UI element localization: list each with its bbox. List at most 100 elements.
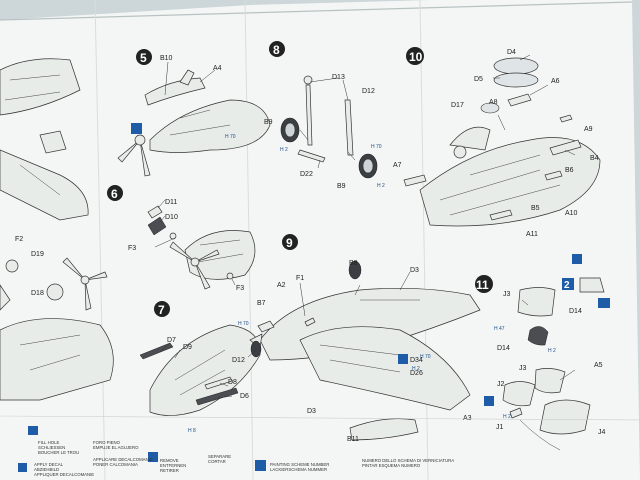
part-label: A8 [489, 99, 498, 106]
legend-text: APPLY DECAL [34, 462, 64, 467]
legend-text: APPLICARE DECALCOMANIE [93, 457, 153, 462]
paint-note: H 70 [420, 354, 431, 360]
part-label: B6 [565, 167, 574, 174]
step-9-diagram [247, 234, 481, 441]
part-label: B7 [257, 300, 266, 307]
part-label: B8 [349, 260, 358, 267]
part-label: F2 [15, 236, 23, 243]
step-7-diagram [139, 301, 261, 416]
part-label: A11 [526, 231, 538, 238]
legend-text: FORO PIENO [93, 440, 121, 445]
legend-text: FILL HOLE [38, 440, 59, 445]
legend-text: CORTAR [208, 459, 226, 464]
step-number: 9 [286, 236, 293, 250]
step-number: 7 [158, 303, 165, 317]
part-label: D12 [362, 88, 375, 95]
part-label: D18 [31, 290, 44, 297]
part-label: A3 [463, 415, 472, 422]
part-label: D5 [474, 76, 483, 83]
legend-text: PONER CALCOMANIA [93, 462, 138, 467]
legend-text: ENTFERNEN [160, 463, 186, 468]
paint-note: H 2 [548, 348, 556, 354]
legend-text: REMOVE [160, 458, 179, 463]
part-label: B4 [590, 155, 599, 162]
part-label: D10 [165, 214, 178, 221]
legend-text: NUMERO DELLO SCHEMA DI VERNICIATURA [362, 458, 454, 463]
part-label: D11 [165, 199, 177, 206]
part-label: D22 [300, 171, 313, 178]
legend-text: ABZIEHBILD [34, 467, 59, 472]
step-5-diagram [117, 49, 271, 177]
legend-text: LACKIERSCHEMA NUMMER [270, 467, 327, 472]
legend-text: APPLIQUER DECALCOMANIE [34, 472, 94, 477]
step-number: 5 [140, 51, 147, 65]
fill-hole-icon [28, 426, 38, 435]
part-label: D3 [307, 408, 316, 415]
part-label: D6 [240, 393, 249, 400]
part-label: B10 [160, 55, 173, 62]
part-label: D26 [410, 370, 423, 377]
legend-text: EMPUJE EL AGUJERO [93, 445, 139, 450]
part-label: B9 [337, 183, 346, 190]
paint-note: H 70 [371, 144, 382, 150]
scheme-number: 2 [564, 280, 570, 291]
part-label: A7 [393, 162, 402, 169]
part-label: B11 [347, 436, 359, 443]
part-label: D8 [228, 379, 237, 386]
legend-text: SCHLIESSEN [38, 445, 65, 450]
part-label: D14 [569, 308, 582, 315]
part-label: B5 [531, 205, 540, 212]
wheel [280, 117, 300, 143]
part-label: J2 [497, 381, 505, 388]
part-label: D19 [31, 251, 44, 258]
paint-note: H 2 [503, 414, 511, 420]
propeller [62, 257, 108, 311]
wheel [358, 153, 378, 179]
decal-icon [131, 123, 142, 134]
step-10-diagram [403, 47, 601, 227]
part-label: A6 [551, 78, 560, 85]
part-label: A10 [565, 210, 578, 217]
step-number: 8 [273, 43, 280, 57]
paint-note: H 2 [377, 183, 385, 189]
legend-text: RETIRER [160, 468, 179, 473]
part-label: A9 [584, 126, 593, 133]
paint-note: H 47 [494, 326, 505, 332]
left-assembly [0, 58, 114, 401]
paint-note: H 2 [412, 366, 420, 372]
step-number: 10 [409, 50, 423, 64]
symbol-legend [0, 415, 640, 472]
legend-text: BOUCHER LE TROU [38, 450, 79, 455]
part-label: A5 [594, 362, 603, 369]
step-11-diagram [475, 254, 610, 451]
scheme-icon [398, 354, 408, 364]
part-label: B9 [264, 119, 273, 126]
part-label: D17 [451, 102, 464, 109]
part-label: J4 [598, 429, 606, 436]
part-label: A2 [277, 282, 286, 289]
part-label: J3 [519, 365, 527, 372]
step-number: 11 [476, 278, 489, 292]
part-label: D4 [507, 49, 516, 56]
part-label: D7 [167, 337, 176, 344]
legend-text: SEPARARE [208, 454, 231, 459]
part-label: D14 [497, 345, 510, 352]
paint-scheme-icon [255, 460, 266, 471]
part-label: F3 [128, 245, 136, 252]
part-label: D12 [232, 357, 245, 364]
part-label: J1 [496, 424, 504, 431]
legend-text: PINTAR ESQUEMA NUMERO [362, 463, 421, 468]
part-label: D3 [410, 267, 419, 274]
remove-icon [148, 452, 158, 462]
part-label: F3 [236, 285, 244, 292]
legend-text: PAINTING SCHEME NUMBER [270, 462, 329, 467]
part-label: D13 [332, 74, 345, 81]
part-label: D34 [410, 357, 423, 364]
part-label: D9 [183, 344, 192, 351]
step-number: 6 [111, 187, 118, 201]
decal-icon [18, 463, 27, 472]
paint-note: H 70 [238, 321, 249, 327]
part-label: A4 [213, 65, 222, 72]
